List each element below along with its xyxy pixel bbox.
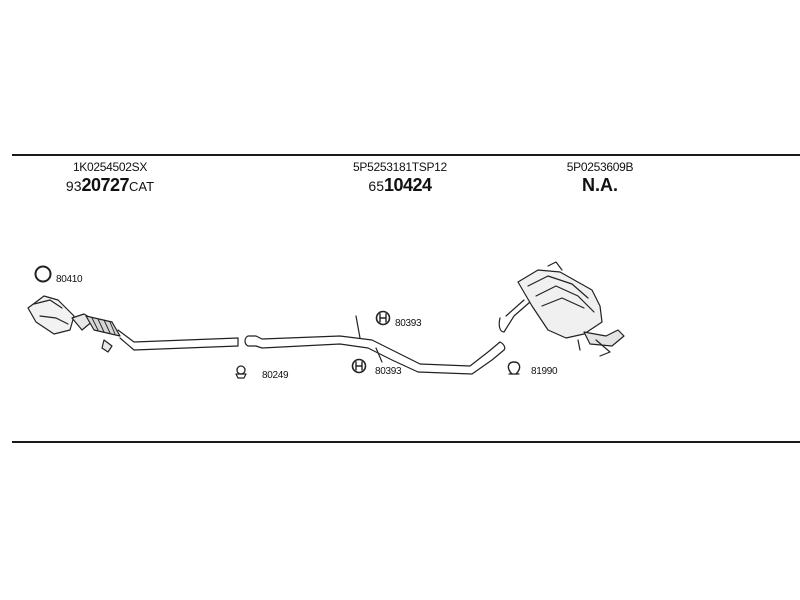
part-middle-pipe[interactable]: 5P5253181TSP12 6510424 xyxy=(340,160,460,196)
part-catalytic-converter[interactable]: 1K0254502SX 9320727CAT xyxy=(55,160,165,196)
part-rear-silencer[interactable]: 5P0253609B N.A. xyxy=(545,160,655,196)
accessory-label: 80393 xyxy=(395,318,422,329)
clamp-icon xyxy=(375,310,391,326)
accessory-label: 80410 xyxy=(56,274,83,285)
bottom-divider xyxy=(12,441,800,443)
catalytic-converter-drawing xyxy=(27,295,239,353)
order-code: 6510424 xyxy=(368,175,432,195)
top-divider xyxy=(12,154,800,156)
part-number: 1K0254502SX xyxy=(72,160,148,174)
rear-silencer-drawing xyxy=(498,261,625,357)
part-number: 5P5253181TSP12 xyxy=(353,160,447,174)
part-number: 5P0253609B xyxy=(566,160,634,174)
order-code: 9320727CAT xyxy=(65,175,155,195)
accessory-label: 80249 xyxy=(262,370,289,381)
hanger-ring-icon xyxy=(507,361,521,375)
middle-pipe-drawing xyxy=(244,315,506,375)
clamp-icon xyxy=(351,358,367,374)
accessory-label: 81990 xyxy=(531,366,558,377)
rubber-mount-icon xyxy=(235,365,247,379)
accessory-label: 80393 xyxy=(375,366,402,377)
o-ring-icon xyxy=(34,265,52,283)
order-code: N.A. xyxy=(582,175,618,195)
